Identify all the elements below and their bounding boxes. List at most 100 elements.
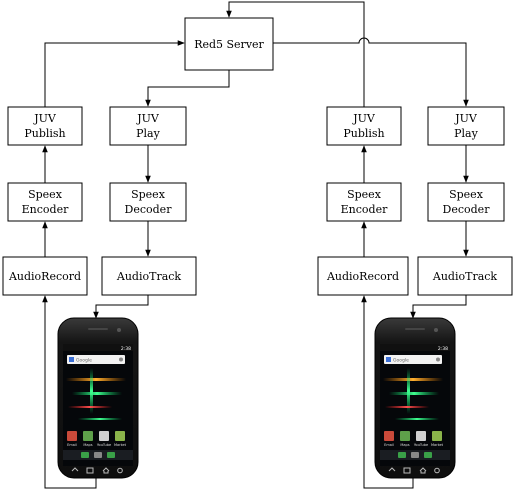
light-streak-green-vertical [90, 368, 93, 414]
light-streak-red [385, 406, 429, 408]
menu-key-icon [403, 467, 411, 474]
edge-phone-to-record [42, 295, 97, 489]
browser-icon [424, 452, 432, 458]
home-key-icon [102, 467, 110, 474]
juv-publish-line2: Publish [24, 127, 65, 140]
back-key-icon [388, 467, 396, 472]
app-label-maps: Maps [400, 443, 409, 447]
light-streak-orange [66, 378, 126, 381]
red5-server-node: Red5 Server [184, 17, 274, 71]
juv-play-box [109, 106, 187, 146]
phone-app-icon [81, 452, 89, 458]
back-key-icon [71, 467, 79, 472]
status-time: 2:38 [121, 346, 131, 352]
phone-1: 2:38 Google Email Maps YouTube Market [57, 317, 139, 479]
client-1: JUV Publish JUV Play Speex Encoder Speex… [2, 106, 197, 296]
juv-play-line2: Play [136, 127, 160, 140]
email-icon [384, 431, 394, 441]
app-label-youtube: YouTube [97, 443, 111, 447]
edge-publish-to-server [226, 1, 365, 107]
audio-track-box [101, 256, 197, 296]
juv-play-line1: JUV [136, 112, 160, 125]
audio-track-label: AudioTrack [116, 270, 182, 283]
audio-record-label: AudioRecord [326, 270, 399, 283]
search-widget [67, 355, 125, 364]
app-label-email: Email [384, 443, 394, 447]
phone-screen [380, 344, 450, 466]
client-2: JUV Publish JUV Play Speex Encoder Speex… [317, 106, 513, 296]
youtube-icon [416, 431, 426, 441]
red5-server-label: Red5 Server [194, 38, 264, 51]
edge-server-to-play [273, 37, 469, 107]
mic-icon [119, 357, 123, 362]
juv-publish-line2: Publish [343, 127, 384, 140]
email-icon [67, 431, 77, 441]
mic-icon [436, 357, 440, 362]
launcher-icon [94, 452, 102, 458]
speex-encoder-line2: Encoder [22, 203, 69, 216]
status-bar [380, 344, 450, 351]
google-icon [69, 357, 74, 362]
audio-record-label: AudioRecord [8, 270, 81, 283]
market-icon [115, 431, 125, 441]
speex-decoder-line1: Speex [449, 188, 484, 201]
market-icon [432, 431, 442, 441]
red5-server-box [184, 17, 274, 71]
speex-decoder-line2: Decoder [125, 203, 173, 216]
juv-publish-box [326, 106, 402, 146]
camera-icon [117, 328, 121, 332]
phone-app-icon [398, 452, 406, 458]
youtube-icon [99, 431, 109, 441]
light-streak-green-2 [395, 418, 439, 420]
edge-server-to-play [145, 70, 230, 107]
speex-encoder-line1: Speex [28, 188, 63, 201]
phone-screen [63, 344, 133, 466]
juv-play-line2: Play [454, 127, 478, 140]
app-label-market: Market [114, 443, 127, 447]
speaker-grille-icon [88, 328, 108, 330]
juv-publish-line1: JUV [33, 112, 57, 125]
search-key-icon [117, 467, 123, 474]
speaker-grille-icon [405, 328, 425, 330]
juv-publish-line1: JUV [352, 112, 376, 125]
light-streak-green-vertical [407, 368, 410, 414]
menu-key-icon [86, 467, 94, 474]
maps-icon [400, 431, 410, 441]
juv-play-line1: JUV [454, 112, 478, 125]
speex-encoder-box [7, 182, 83, 222]
speex-decoder-line2: Decoder [443, 203, 491, 216]
edge-track-to-phone [93, 295, 149, 319]
google-icon [386, 357, 391, 362]
camera-icon [434, 328, 438, 332]
status-bar [63, 344, 133, 351]
light-streak-green [389, 392, 439, 395]
maps-icon [83, 431, 93, 441]
speex-encoder-line2: Encoder [341, 203, 388, 216]
status-time: 2:38 [438, 346, 448, 352]
audio-record-box [2, 256, 88, 296]
speex-decoder-box [427, 182, 505, 222]
audio-track-label: AudioTrack [432, 270, 498, 283]
app-label-youtube: YouTube [414, 443, 428, 447]
edge-phone-to-record [361, 295, 414, 489]
speex-encoder-line1: Speex [347, 188, 382, 201]
light-streak-green [72, 392, 122, 395]
search-widget-text: Google [393, 358, 409, 364]
edge-track-to-phone [410, 295, 467, 319]
speex-decoder-line1: Speex [131, 188, 166, 201]
edge-publish-to-server [44, 40, 185, 107]
app-label-email: Email [67, 443, 77, 447]
light-streak-orange [383, 378, 443, 381]
light-streak-green-2 [78, 418, 122, 420]
app-label-market: Market [431, 443, 444, 447]
launcher-icon [411, 452, 419, 458]
juv-publish-box [7, 106, 83, 146]
search-widget-text: Google [76, 358, 92, 364]
home-key-icon [419, 467, 427, 474]
phone-2: 2:38 Google Email Maps YouTube Market [374, 317, 456, 479]
audio-record-box [317, 256, 409, 296]
light-streak-red [68, 406, 112, 408]
browser-icon [107, 452, 115, 458]
